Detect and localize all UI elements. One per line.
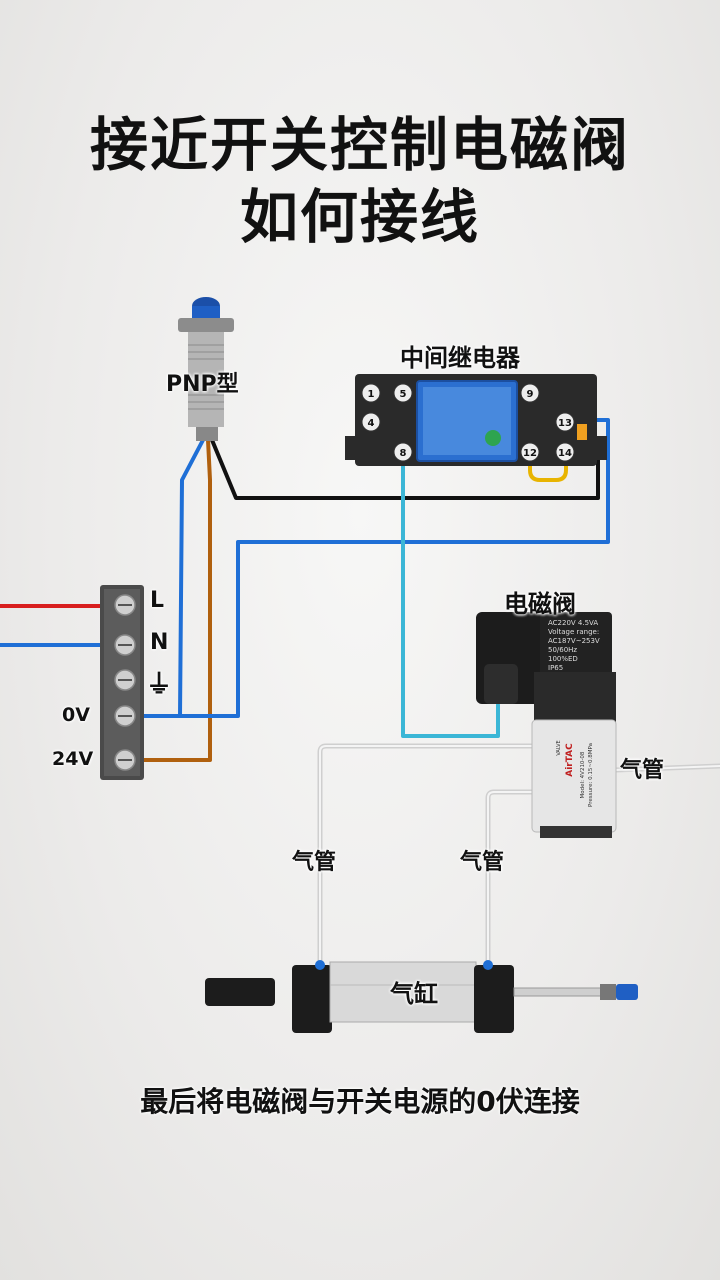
relay-label: 中间继电器 (400, 344, 520, 372)
valve-pressure: Pressure: 0.15~0.8MPa (588, 743, 594, 807)
wire-sensor-blue (123, 438, 205, 718)
relay-pin-13 (555, 412, 575, 432)
wire-relay-blue (178, 418, 610, 718)
relay-pin-1 (361, 383, 381, 403)
coil-spec: 100%ED (548, 655, 578, 663)
coil-spec: AC220V 4.5VA (548, 619, 598, 627)
wire-jumper-yellow (528, 450, 568, 482)
terminal-label-0v: 0V (62, 704, 90, 726)
terminal-block (100, 585, 144, 780)
proximity-sensor (178, 297, 234, 441)
relay-pin-label: 4 (368, 418, 375, 429)
air-pipe-label-left: 气管 (292, 850, 337, 875)
relay-pin-9 (520, 383, 540, 403)
relay-pin-label: 1 (368, 389, 375, 400)
relay-pin-8 (393, 442, 413, 462)
sensor-type-label: PNP型 (166, 372, 239, 397)
terminal-label-l: L (150, 588, 165, 613)
relay (345, 374, 607, 466)
wire-relay-cyan (401, 453, 500, 738)
relay-pin-5 (393, 383, 413, 403)
coil-spec: IP65 (548, 664, 563, 672)
terminal-label-n: N (150, 630, 169, 655)
relay-pin-label: 9 (527, 389, 534, 400)
relay-pin-label: 5 (400, 389, 407, 400)
page-title: 接近开关控制电磁阀 (89, 111, 630, 179)
relay-pin-14 (555, 442, 575, 462)
relay-pin-label: 14 (558, 448, 572, 459)
cylinder-label: 气缸 (390, 980, 438, 1008)
coil-spec: AC187V~253V (548, 637, 600, 645)
valve-tag: VALVE (556, 740, 562, 755)
coil-spec: 50/60Hz (548, 646, 577, 654)
terminal-label-24v: 24V (52, 748, 94, 770)
valve-model: Model: 4V210-08 (580, 751, 586, 798)
relay-pin-4 (361, 412, 381, 432)
cylinder (205, 960, 638, 1033)
relay-pin-label: 13 (558, 418, 572, 429)
solenoid-valve-label: 电磁阀 (504, 590, 576, 618)
caption: 最后将电磁阀与开关电源的0伏连接 (140, 1085, 580, 1118)
coil-spec: Voltage range: (548, 628, 599, 636)
air-pipe-left (317, 743, 543, 963)
ground-icon: ⏚ (146, 670, 173, 700)
relay-pin-12 (520, 442, 540, 462)
solenoid-coil (476, 612, 612, 704)
relay-pin-label: 8 (400, 448, 407, 459)
page-subtitle: 如何接线 (239, 183, 480, 251)
air-pipe-label-right: 气管 (620, 758, 665, 783)
valve-body (531, 672, 617, 838)
relay-pin-label: 12 (523, 448, 537, 459)
valve-brand: AirTAC (565, 743, 575, 777)
air-pipe-label-mid: 气管 (460, 850, 505, 875)
wire-sensor-brown (123, 438, 212, 762)
